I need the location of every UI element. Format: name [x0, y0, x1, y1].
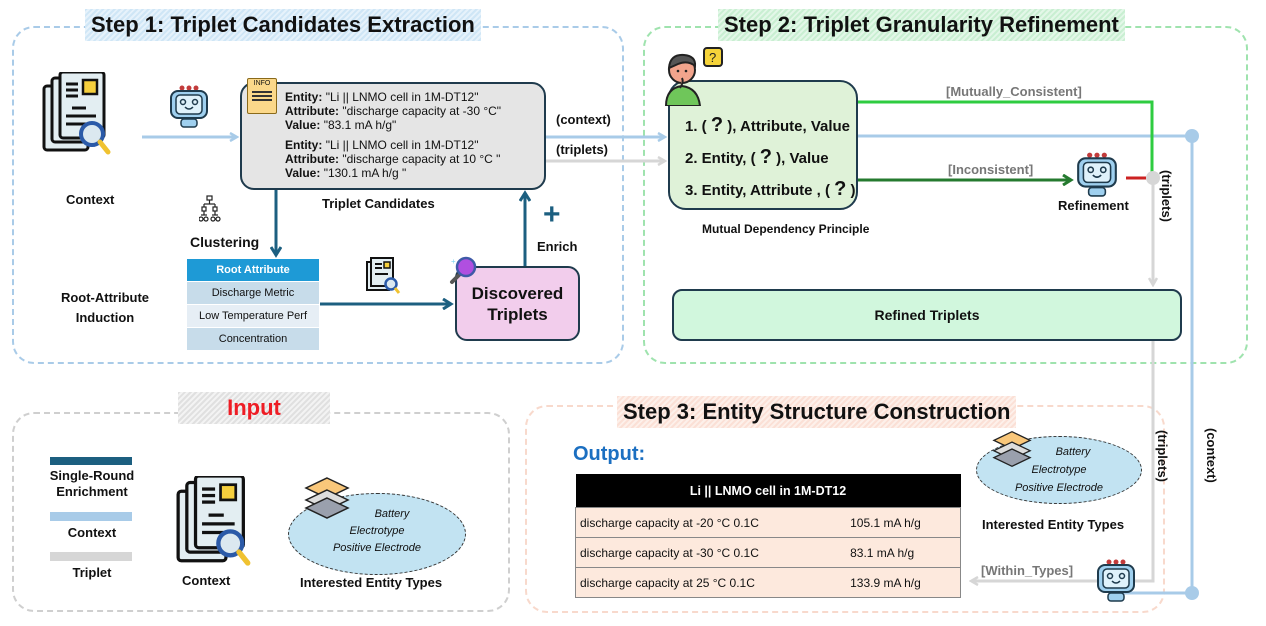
step3-entity-types-label: Interested Entity Types — [982, 517, 1125, 532]
root-attribute-row: Discharge Metric — [187, 282, 319, 305]
svg-text:?: ? — [709, 50, 716, 65]
clustering-label: Clustering — [190, 234, 260, 250]
triplets-vertical-label-step3: (triplets) — [1155, 430, 1170, 482]
robot-icon-constructor — [1097, 559, 1135, 602]
layers-icon — [992, 431, 1032, 467]
legend-triplet-swatch — [50, 552, 132, 561]
triplets-vertical-label: (triplets) — [1159, 170, 1174, 222]
candidate-1-entity: Entity: "Li || LNMO cell in 1M-DT12" — [285, 90, 479, 104]
mutual-dependency-label: Mutual Dependency Principle — [702, 222, 870, 236]
principle-3: 3. Entity, Attribute , ( ? ) — [685, 178, 856, 200]
robot-icon-extractor — [170, 85, 208, 128]
inconsistent-label: [Inconsistent] — [948, 162, 1034, 177]
step2-title: Step 2: Triplet Granularity Refinement — [718, 9, 1125, 41]
step1-title: Step 1: Triplet Candidates Extraction — [85, 9, 481, 41]
output-label: Output: — [573, 443, 646, 465]
candidate-1-value: Value: "83.1 mA h/g" — [285, 118, 397, 132]
info-icon: INFO — [247, 78, 277, 114]
triplet-candidates-label: Triplet Candidates — [322, 196, 435, 211]
output-table-header: Li || LNMO cell in 1M-DT12 — [575, 474, 961, 508]
root-attribute-table: Root Attribute Discharge Metric Low Temp… — [187, 259, 319, 351]
hierarchy-icon — [199, 195, 221, 222]
context-vertical-label: (context) — [1204, 428, 1219, 483]
input-context-label: Context — [182, 573, 231, 588]
legend-context-label: Context — [67, 525, 117, 540]
input-context-document-icon — [176, 476, 251, 566]
within-types-label: [Within_Types] — [981, 563, 1074, 578]
root-attribute-header: Root Attribute — [187, 259, 319, 282]
step3-title: Step 3: Entity Structure Construction — [617, 396, 1017, 428]
plus-icon: + — [543, 198, 561, 231]
principle-1: 1. ( ? ), Attribute, Value — [685, 114, 851, 136]
output-entity-table: Li || LNMO cell in 1M-DT12 discharge cap… — [575, 474, 962, 598]
consistent-line — [858, 100, 1154, 178]
candidate-2-entity: Entity: "Li || LNMO cell in 1M-DT12" — [285, 138, 479, 152]
enrich-label: Enrich — [537, 239, 578, 254]
root-attribute-row: Low Temperature Perf — [187, 305, 319, 328]
triplets-flow-label: (triplets) — [556, 142, 608, 157]
layers-icon — [304, 477, 350, 519]
input-title: Input — [178, 392, 330, 424]
document-search-icon — [366, 257, 401, 294]
candidate-2-attribute: Attribute: "discharge capacity at 10 °C … — [285, 152, 501, 166]
legend-enrichment-swatch — [50, 457, 132, 465]
svg-text:+: + — [451, 257, 456, 266]
context-flow-label: (context) — [556, 112, 611, 127]
input-entity-types-label: Interested Entity Types — [300, 575, 443, 590]
triplets-line-down — [972, 341, 1155, 581]
triplet-candidates-box: Entity: "Li || LNMO cell in 1M-DT12" Att… — [240, 82, 546, 190]
principle-2: 2. Entity, ( ? ), Value — [685, 146, 829, 168]
context-label: Context — [66, 192, 115, 207]
robot-icon-refinement — [1077, 152, 1117, 197]
candidate-2-value: Value: "130.1 mA h/g " — [285, 166, 407, 180]
refinement-label: Refinement — [1058, 198, 1129, 213]
refined-triplets-box: Refined Triplets — [672, 289, 1182, 341]
root-attribute-row: Concentration — [187, 328, 319, 351]
context-document-icon — [42, 72, 111, 155]
magnifier-sparkle-icon: + — [450, 256, 477, 284]
consistent-label: [Mutually_Consistent] — [946, 84, 1082, 99]
legend-context-swatch — [50, 512, 132, 521]
legend-triplet-label: Triplet — [72, 565, 112, 580]
candidate-1-attribute: Attribute: "discharge capacity at -30 °C… — [285, 104, 502, 118]
thinking-person-icon: ? — [664, 47, 723, 106]
